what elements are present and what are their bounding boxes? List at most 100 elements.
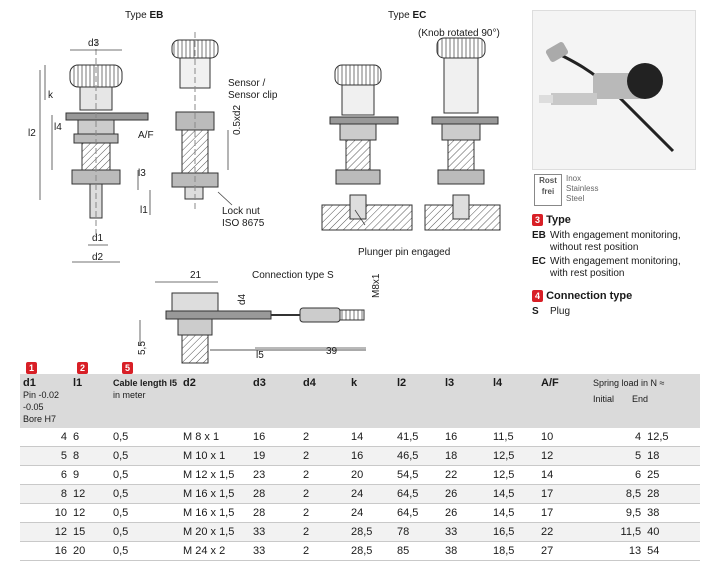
table-cell: 16,5 (490, 522, 538, 542)
table-cell: 28,5 (348, 522, 394, 542)
dim-half-d2: 0.5xd2 (232, 104, 243, 135)
table-cell: 0,5 (110, 465, 180, 485)
table-cell: 9 (70, 465, 110, 485)
table-cell: 28 (250, 484, 300, 504)
connection-badge: 4 (532, 290, 543, 302)
table-cell: 28 (644, 484, 700, 504)
table-cell: 20 (348, 465, 394, 485)
product-photo (532, 10, 696, 170)
dim-l1: l1 (140, 205, 148, 216)
table-cell: 12,5 (490, 465, 538, 485)
col-d1-sub2: Bore H7 (23, 414, 57, 424)
eb-code: EB (532, 230, 546, 241)
badge-bottom: frei (541, 187, 555, 196)
table-cell: 26 (442, 503, 490, 523)
type-eb-label: Type EB (125, 10, 163, 21)
table-cell: 4 (20, 428, 70, 447)
table-cell: 23 (250, 465, 300, 485)
badge-top: Rost (539, 176, 557, 185)
dim-l2: l2 (28, 128, 36, 139)
marker-1: 1 (26, 362, 37, 374)
dim-d4: d4 (237, 293, 248, 305)
ec-view-2 (424, 37, 501, 231)
dim-d1: d1 (92, 233, 104, 244)
table-cell: 0,5 (110, 503, 180, 523)
table-cell: 2 (300, 503, 348, 523)
table-cell: 14,5 (490, 503, 538, 523)
col-d1-sub1: Pin -0.02 -0.05 (23, 390, 60, 412)
table-cell: M 10 x 1 (180, 446, 250, 466)
knob-note: (Knob rotated 90°) (418, 28, 500, 39)
eb-text-1: With engagement monitoring, (550, 230, 681, 241)
marker-2: 2 (77, 362, 88, 374)
col-d2: d2 (180, 374, 250, 428)
table-cell: 11,5 (590, 522, 645, 542)
material-line-2: Stainless (566, 184, 599, 193)
table-cell: 0,5 (110, 484, 180, 504)
s-text: Plug (550, 306, 571, 317)
table-cell: 17 (538, 503, 590, 523)
table-header-row: d1 Pin -0.02 -0.05 Bore H7 l1 Cable leng… (20, 374, 700, 428)
material-line-1: Inox (566, 174, 582, 183)
table-cell: 6 (20, 465, 70, 485)
table-cell: 24 (348, 503, 394, 523)
lock-nut-label: Lock nut (222, 206, 260, 217)
table-cell: 8 (20, 484, 70, 504)
dim-5-5: 5,5 (137, 341, 148, 355)
table-cell: 41,5 (394, 428, 442, 447)
table-cell: 33 (250, 541, 300, 561)
type-ec-label: Type EC (388, 10, 426, 21)
type-ec-prefix: Type (388, 10, 413, 21)
table-cell: 16 (348, 446, 394, 466)
table-cell: 11,5 (490, 428, 538, 447)
table-cell: 10 (20, 503, 70, 523)
table-cell: 28 (250, 503, 300, 523)
table-cell: 26 (442, 484, 490, 504)
table-cell: 8,5 (590, 484, 645, 504)
dim-k: k (48, 90, 53, 101)
table-cell: 64,5 (394, 503, 442, 523)
type-legend: 3 Type EB With engagement monitoring,wit… (532, 214, 702, 318)
col-spring-end: End (632, 394, 649, 404)
col-spring: Spring load in N ≈ Initial End (590, 374, 700, 428)
table-cell: 28,5 (348, 541, 394, 561)
table-cell: 78 (394, 522, 442, 542)
type-eb-prefix: Type (125, 10, 150, 21)
table-cell: 18 (644, 446, 700, 466)
table-cell: 54 (644, 541, 700, 561)
col-spring-label: Spring load in N ≈ (593, 378, 665, 388)
table-cell: 5 (20, 446, 70, 466)
table-cell: 22 (538, 522, 590, 542)
spec-table: d1 Pin -0.02 -0.05 Bore H7 l1 Cable leng… (20, 374, 700, 561)
col-l3: l3 (442, 374, 490, 428)
table-cell: 64,5 (394, 484, 442, 504)
table-cell: 40 (644, 522, 700, 542)
col-l4: l4 (490, 374, 538, 428)
table-cell: M 16 x 1,5 (180, 484, 250, 504)
connection-title: Connection type (546, 290, 633, 302)
table-cell: 6 (70, 428, 110, 447)
sensor-strip (65, 112, 149, 121)
table-cell: 20 (70, 541, 110, 561)
dim-39: 39 (326, 346, 338, 357)
table-cell: 22 (442, 465, 490, 485)
type-ec-code: EC (412, 10, 427, 21)
table-cell: 18,5 (490, 541, 538, 561)
plunger-label: Plunger pin engaged (358, 247, 451, 258)
connection-heading: 4 Connection type (532, 290, 702, 302)
col-d1: d1 Pin -0.02 -0.05 Bore H7 (20, 374, 70, 428)
dim-d2: d2 (92, 252, 104, 263)
marker-5: 5 (122, 362, 133, 374)
table-cell: M 12 x 1,5 (180, 465, 250, 485)
base-plate (321, 204, 413, 231)
table-cell: 15 (70, 522, 110, 542)
table-cell: 13 (590, 541, 645, 561)
sensor-clip-label: Sensor clip (228, 90, 278, 101)
stainless-badge: Rost frei (534, 174, 562, 206)
dim-m8: M8x1 (371, 273, 382, 298)
